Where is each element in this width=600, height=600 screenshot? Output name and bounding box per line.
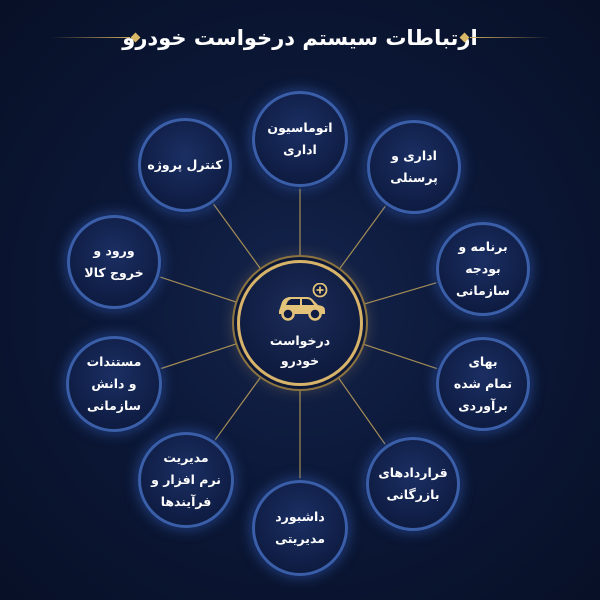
node-label: بهای تمام شده برآوردی — [453, 354, 513, 413]
node-goods-entry-exit: ورود و خروج کالا — [67, 215, 161, 309]
connector-software-process-management — [213, 376, 262, 442]
node-documents-knowledge: مستندات و دانش سازمانی — [66, 336, 162, 432]
node-cost-estimate: بهای تمام شده برآوردی — [436, 337, 530, 431]
page-title: ارتباطات سیستم درخواست خودرو — [122, 26, 478, 50]
connector-project-control — [212, 202, 262, 270]
node-commercial-contracts: قراردادهای بازرگانی — [366, 437, 460, 531]
node-label: اتوماسیون اداری — [267, 120, 333, 157]
center-node: درخواست خودرو — [237, 260, 363, 386]
title-bar: ارتباطات سیستم درخواست خودرو — [0, 18, 600, 58]
node-label: اداری و پرسنلی — [390, 148, 438, 185]
node-label: داشبورد مدیریتی — [275, 509, 325, 546]
title-line-left — [50, 37, 130, 38]
car-plus-icon — [279, 283, 328, 321]
connector-admin-personnel — [338, 204, 387, 271]
node-budget-program: برنامه و بودجه سازمانی — [436, 222, 530, 316]
connector-commercial-contracts — [337, 376, 387, 446]
node-label: ورود و خروج کالا — [84, 243, 144, 280]
node-label: قراردادهای بازرگانی — [378, 465, 448, 502]
node-office-automation: اتوماسیون اداری — [252, 91, 348, 187]
node-admin-personnel: اداری و پرسنلی — [367, 120, 461, 214]
center-label: درخواست خودرو — [269, 333, 331, 368]
connector-goods-entry-exit — [158, 276, 238, 303]
node-label: مستندات و دانش سازمانی — [86, 354, 142, 413]
node-software-process-management: مدیریت نرم افزار و فرآیندها — [138, 432, 234, 528]
connector-budget-program — [363, 281, 439, 305]
node-management-dashboard: داشبورد مدیریتی — [252, 480, 348, 576]
node-label: برنامه و بودجه سازمانی — [456, 239, 510, 298]
node-label: مدیریت نرم افزار و فرآیندها — [151, 450, 221, 509]
connector-documents-knowledge — [159, 343, 238, 370]
node-project-control: کنترل پروژه — [138, 118, 232, 212]
node-label: کنترل پروژه — [147, 157, 223, 172]
connector-cost-estimate — [362, 343, 439, 370]
